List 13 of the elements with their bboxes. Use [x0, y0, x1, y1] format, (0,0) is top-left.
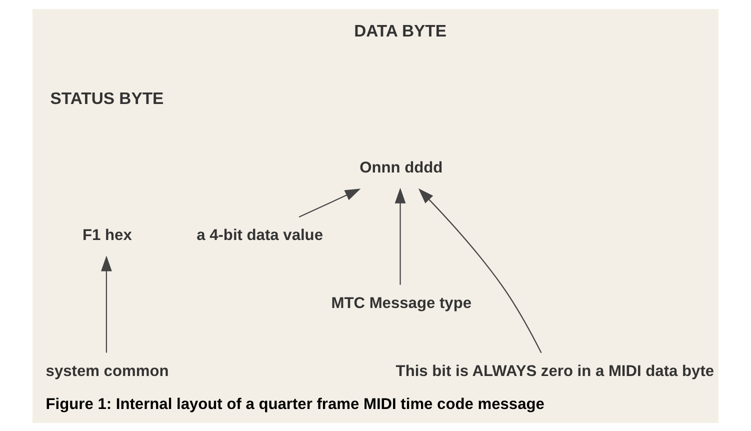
label: DATA BYTE [354, 20, 446, 40]
node-text: system common [46, 362, 169, 380]
node-text: MTC Message type [331, 294, 472, 312]
node-text: This bit is ALWAYS zero in a MIDI data byte [396, 362, 714, 380]
label: STATUS BYTE [50, 88, 164, 108]
node-text: Onnn dddd [360, 158, 443, 176]
arrow [101, 255, 112, 352]
arrow [418, 188, 542, 353]
arrow [394, 187, 406, 284]
arrow [298, 188, 361, 218]
caption: Figure 1: Internal layout of a quarter frame MIDI time code message [46, 395, 544, 412]
node-text: F1 hex [82, 226, 132, 244]
node-text: a 4-bit data value [196, 226, 324, 244]
